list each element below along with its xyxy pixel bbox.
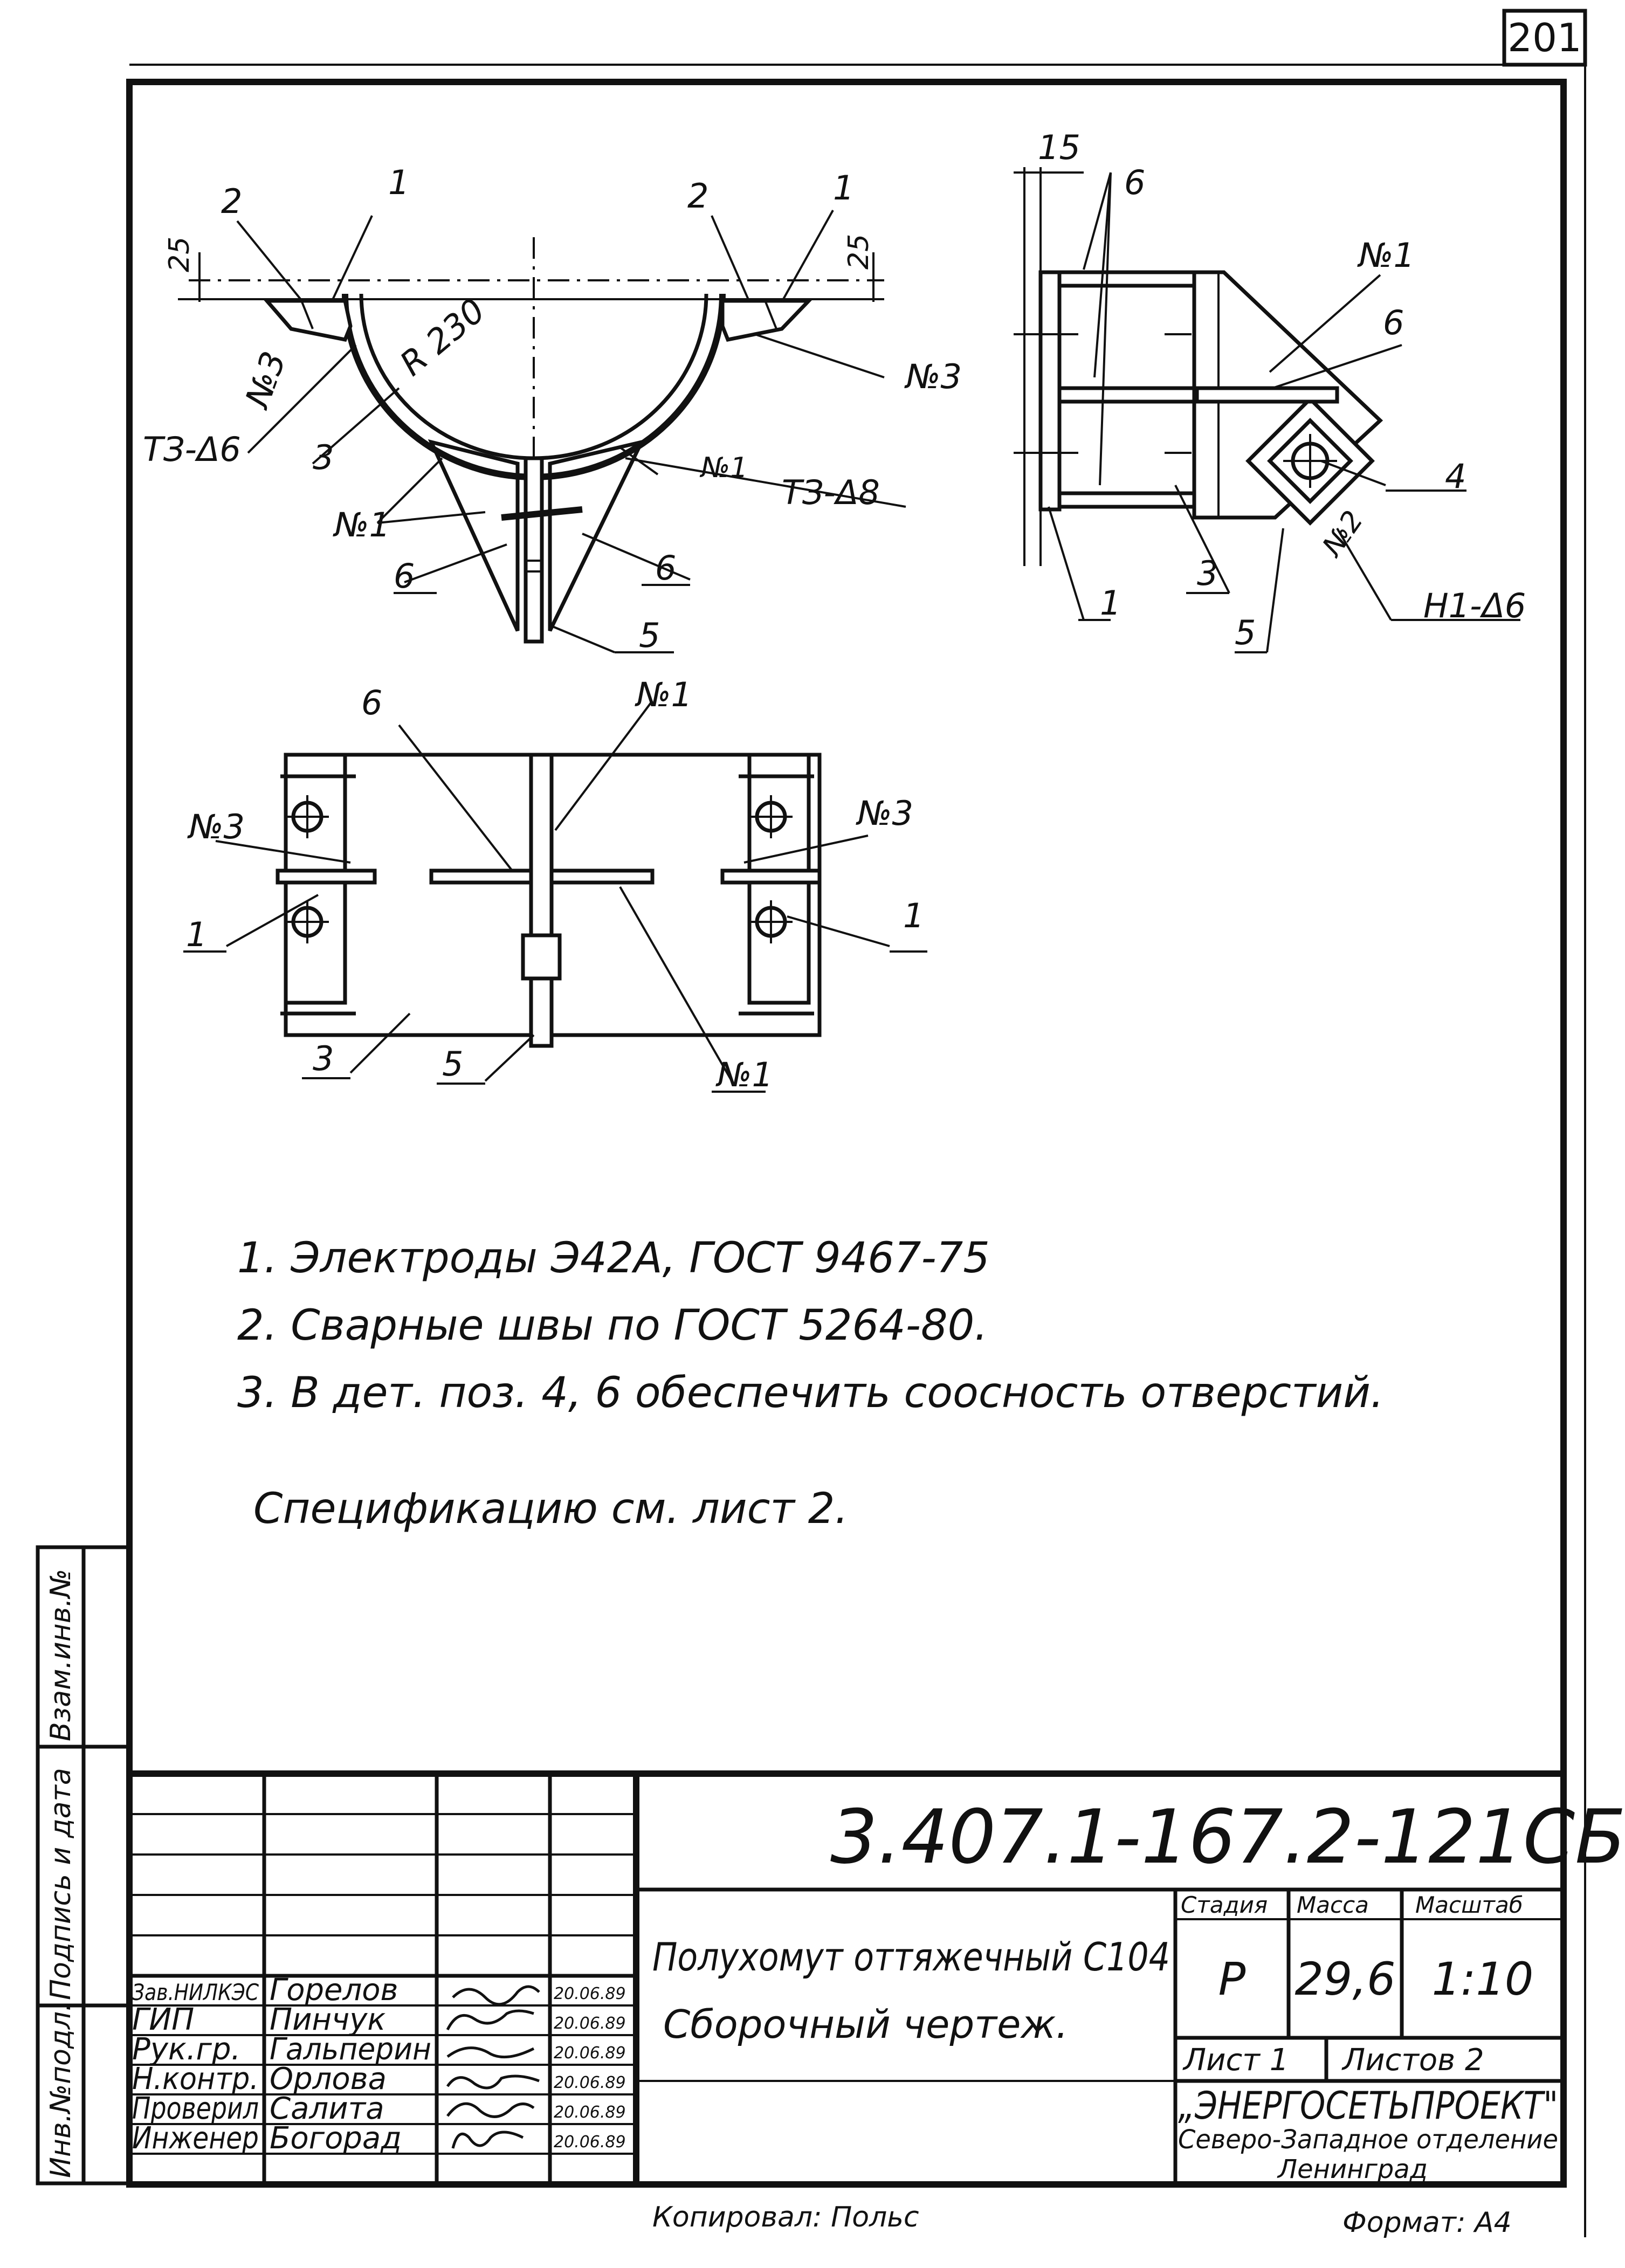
signer-role-4: Н.контр.: [132, 2062, 259, 2097]
front-dim25-right: 25: [843, 234, 875, 270]
side-stamp: Инв.№подл. Подпись и дата Взам.инв.№: [36, 1545, 132, 2186]
plan-pos6: 6: [361, 683, 382, 722]
side-stamp-sign-date: Подпись и дата: [45, 1768, 77, 2000]
signer-role-5: Проверил: [132, 2091, 259, 2126]
sign-date-4: 20.06.89: [554, 2073, 626, 2092]
signature-2: [446, 2009, 534, 2031]
plan-pos5: 5: [442, 1044, 463, 1084]
doc-title-line1: Полухомут оттяжечный С104: [652, 1934, 1170, 1980]
side-weld2: №2: [1316, 505, 1370, 563]
signature-6: [451, 2131, 524, 2149]
side-weld-h1: Н1-Δ6: [1423, 586, 1526, 625]
doc-title-line2: Сборочный чертеж.: [663, 2002, 1068, 2047]
side-stamp-replace-inv: Взам.инв.№: [45, 1569, 77, 1741]
front-pos6-left: 6: [394, 556, 415, 596]
sheet-number: Лист 1: [1182, 2043, 1289, 2078]
mass-value: 29,6: [1295, 1953, 1395, 2005]
plan-weld1-top: №1: [635, 675, 692, 714]
front-radius: R 230: [393, 291, 493, 383]
sign-date-6: 20.06.89: [554, 2133, 626, 2152]
plan-weld1-bottom: №1: [715, 1055, 773, 1094]
plan-view: 6 №1 №3 №3 1 1 3 5 №1: [183, 675, 927, 1094]
side-dim15: 15: [1038, 128, 1080, 167]
side-pos5: 5: [1235, 613, 1256, 652]
side-pos6-top: 6: [1124, 163, 1145, 202]
stage-label: Стадия: [1181, 1892, 1268, 1918]
signer-name-5: Салита: [270, 2091, 384, 2126]
front-pos3: 3: [313, 438, 334, 477]
paper-format: Формат: А4: [1342, 2207, 1512, 2239]
page-number: 201: [1507, 15, 1581, 60]
front-dim25-left: 25: [163, 237, 196, 272]
sign-date-1: 20.06.89: [554, 1984, 626, 2003]
side-pos4: 4: [1445, 457, 1466, 496]
scale-label: Масштаб: [1415, 1892, 1523, 1918]
signer-role-6: Инженер: [132, 2121, 259, 2156]
front-pos2-right: 2: [687, 176, 708, 216]
signer-name-4: Орлова: [270, 2062, 387, 2097]
front-weld-t3-left: ТЗ-Δ6: [143, 430, 241, 469]
signer-name-3: Гальперин: [270, 2032, 431, 2067]
front-pos5: 5: [639, 616, 660, 655]
spec-reference: Спецификацию см. лист 2.: [253, 1485, 848, 1533]
org-city: Ленинград: [1277, 2154, 1428, 2184]
org-name: „ЭНЕРГОСЕТЬПРОЕКТ": [1178, 2084, 1558, 2128]
note-1: 1. Электроды Э42А, ГОСТ 9467-75: [237, 1234, 990, 1283]
front-pos6-right: 6: [655, 548, 676, 588]
side-pos3: 3: [1197, 554, 1218, 593]
side-view: 15 6 №1 6 4 №2 Н1-Δ6 1 3 5: [1014, 128, 1526, 653]
front-pos1-left: 1: [388, 163, 409, 202]
signer-role-1: Зав.НИЛКЭС: [132, 1979, 259, 2005]
sign-date-5: 20.06.89: [554, 2103, 626, 2122]
front-weld1-left: №1: [333, 505, 390, 544]
front-weld-t3-right: ТЗ-Δ8: [782, 473, 880, 512]
sheet-count: Листов 2: [1341, 2043, 1484, 2078]
side-weld1: №1: [1357, 236, 1415, 275]
sheet-frame: 201: [126, 9, 1587, 2237]
stage-value: Р: [1218, 1953, 1246, 2005]
front-weld1-right: №1: [699, 452, 748, 484]
scale-value: 1:10: [1432, 1953, 1534, 2005]
sign-date-2: 20.06.89: [554, 2014, 626, 2033]
signer-role-2: ГИП: [132, 2002, 194, 2037]
signer-name-6: Богорад: [270, 2121, 402, 2156]
notes: 1. Электроды Э42А, ГОСТ 9467-75 2. Сварн…: [237, 1234, 1384, 1533]
footer: Копировал: Польс Формат: А4: [652, 2201, 1512, 2239]
plan-pos1-left: 1: [186, 915, 207, 954]
signature-3: [446, 2046, 535, 2059]
plan-weld3-left: №3: [187, 807, 245, 846]
doc-designation: 3.407.1-167.2-121СБ: [830, 1794, 1625, 1880]
signer-name-1: Горелов: [270, 1973, 398, 2008]
org-branch: Северо-Западное отделение: [1178, 2125, 1558, 2155]
front-weld3-right: №3: [904, 357, 962, 396]
signer-name-2: Пинчук: [270, 2002, 385, 2037]
sign-date-3: 20.06.89: [554, 2044, 626, 2063]
note-2: 2. Сварные швы по ГОСТ 5264-80.: [237, 1301, 988, 1350]
plan-weld3-right: №3: [856, 794, 913, 833]
signature-5: [446, 2102, 535, 2118]
copied-by: Копировал: Польс: [652, 2201, 919, 2233]
signature-4: [446, 2074, 540, 2090]
front-weld3-left: №3: [237, 346, 293, 413]
plan-pos3: 3: [313, 1039, 334, 1078]
side-pos6-mid: 6: [1383, 303, 1404, 342]
side-stamp-inv-no: Инв.№подл.: [45, 2002, 77, 2178]
side-pos1: 1: [1100, 583, 1121, 623]
signature-1: [452, 1985, 540, 2006]
plan-pos1-right: 1: [903, 896, 924, 935]
front-view: 2 1 25 №3 ТЗ-Δ6 R 230 3 №1 6 2 1 25 №3 №…: [143, 163, 962, 655]
note-3: 3. В дет. поз. 4, 6 обеспечить соосность…: [237, 1369, 1384, 1417]
front-pos2-left: 2: [221, 182, 242, 221]
mass-label: Масса: [1297, 1892, 1369, 1918]
title-block: 3.407.1-167.2-121СБ Полухомут оттяжечный…: [129, 1770, 1625, 2184]
signer-role-3: Рук.гр.: [132, 2032, 240, 2067]
front-pos1-right: 1: [833, 168, 854, 208]
